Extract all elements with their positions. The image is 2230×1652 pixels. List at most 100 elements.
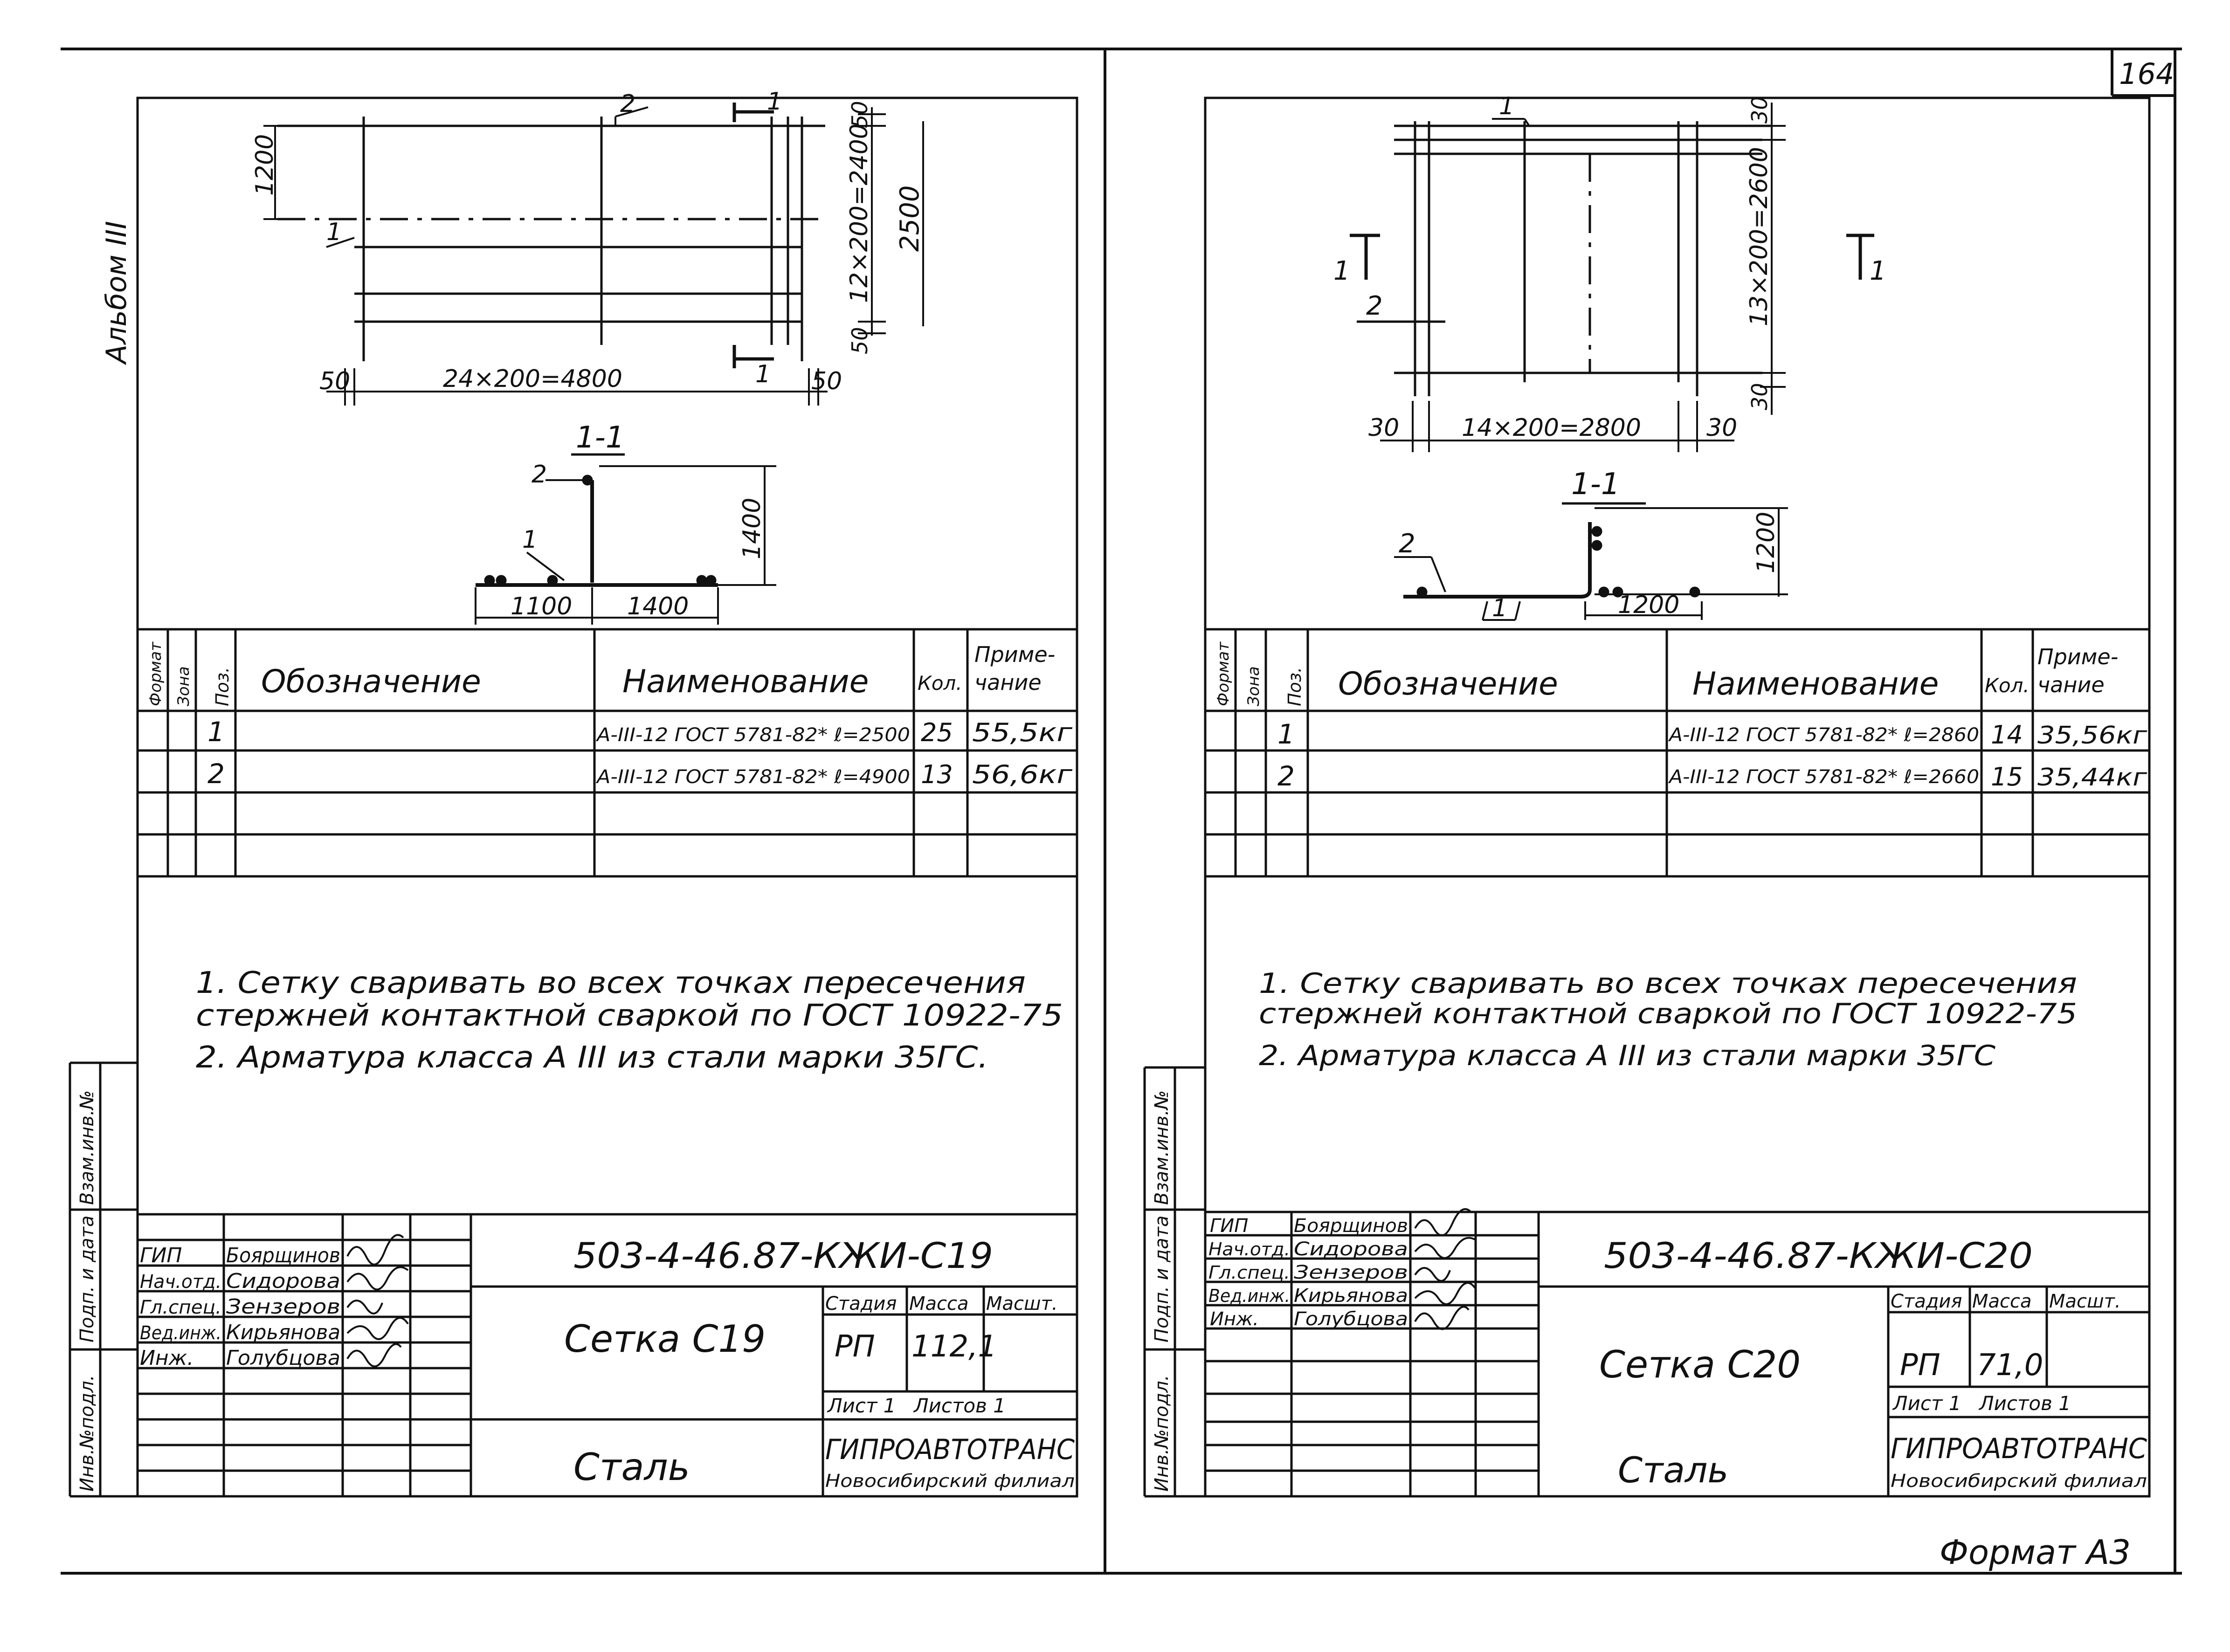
left-th-note2: чание	[974, 670, 1042, 695]
left-th-zone: Зона	[174, 666, 193, 706]
left-role-1: Нач.отд.	[140, 1271, 221, 1293]
right-side-label-0: Инв.№подл.	[1151, 1375, 1173, 1492]
right-spec-table	[1205, 628, 2149, 878]
left-mass: 112,1	[911, 1329, 997, 1364]
left-row1-qty: 25	[921, 718, 953, 747]
left-note-2: стержней контактной сваркой по ГОСТ 1092…	[196, 998, 1063, 1033]
left-name-2: Зензеров	[226, 1295, 340, 1319]
left-row2-note: 56,6кг	[972, 760, 1073, 789]
left-org: ГИПРОАВТОТРАНС	[825, 1433, 1075, 1466]
right-row2-name: А-III-12 ГОСТ 5781-82* ℓ=2660	[1668, 766, 1979, 788]
left-name-4: Голубцова	[226, 1346, 340, 1370]
left-spec-table	[138, 628, 1077, 878]
right-doc-code: 503-4-46.87-КЖИ-С20	[1604, 1235, 2033, 1276]
left-row2-pos: 2	[207, 758, 225, 790]
left-role-2: Гл.спец.	[140, 1297, 221, 1318]
right-mass-label: Масса	[1972, 1291, 2032, 1312]
right-cut-mark-left: 1	[1333, 256, 1350, 286]
right-dim-right: 30	[1706, 414, 1737, 442]
right-row2-note: 35,44кг	[2037, 764, 2147, 792]
right-role-0: ГИП	[1210, 1215, 1248, 1237]
left-cut-mark-bottom: 1	[755, 360, 771, 388]
right-material: Сталь	[1618, 1449, 1728, 1491]
right-side-label-1: Подп. и дата	[1151, 1216, 1173, 1342]
left-name-0: Боярщинов	[226, 1244, 340, 1267]
right-mesh-plan	[1350, 103, 1874, 452]
sheet-frame	[61, 48, 2182, 1575]
right-role-2: Гл.спец.	[1208, 1262, 1290, 1283]
left-row1-name: А-III-12 ГОСТ 5781-82* ℓ=2500	[595, 724, 910, 746]
left-stage-label: Стадия	[825, 1293, 897, 1315]
right-stage-label: Стадия	[1891, 1291, 1962, 1312]
left-th-name: Наименование	[622, 663, 869, 700]
right-dim-left: 30	[1368, 414, 1399, 442]
left-note-1: 1. Сетку сваривать во всех точках пересе…	[196, 966, 1026, 1000]
left-note-3: 2. Арматура класса А III из стали марки …	[196, 1040, 988, 1075]
right-mass: 71,0	[1977, 1348, 2044, 1383]
left-dim-top-right: 50	[847, 101, 872, 128]
right-section-view	[1394, 502, 1788, 621]
right-cut-mark-right: 1	[1870, 256, 1886, 286]
right-dim-bottom-right: 30	[1747, 383, 1772, 410]
right-dim-top-right: 30	[1747, 96, 1772, 124]
left-sheets: Листов 1	[913, 1394, 1006, 1417]
left-th-designation: Обозначение	[261, 663, 481, 700]
left-sec-dim-left: 1100	[511, 592, 572, 620]
table-row: 2 А-III-12 ГОСТ 5781-82* ℓ=4900 13 56,6к…	[207, 758, 1073, 790]
left-section-title: 1-1	[576, 420, 625, 455]
left-scale-label: Масшт.	[986, 1293, 1058, 1315]
right-dim-main: 14×200=2800	[1462, 414, 1641, 442]
left-dim-main: 24×200=4800	[443, 365, 622, 393]
right-branch: Новосибирский филиал	[1891, 1471, 2147, 1491]
right-role-3: Вед.инж.	[1208, 1286, 1290, 1306]
left-sec-dim-right: 1400	[627, 592, 689, 620]
right-sec-dim-bottom: 1200	[1618, 591, 1679, 619]
right-title-block	[1205, 1211, 2149, 1496]
right-name-4: Голубцова	[1294, 1308, 1408, 1330]
right-th-name: Наименование	[1692, 666, 1939, 702]
left-dim-mid-right: 50	[847, 327, 872, 354]
left-stage: РП	[835, 1329, 875, 1364]
left-dim-height-total: 2500	[895, 185, 925, 252]
left-dim-left-bottom: 50	[319, 367, 350, 395]
right-th-note1: Приме-	[2037, 644, 2118, 669]
left-sheet: Инв.№подл. Подп. и дата Взам.инв.№	[69, 88, 1078, 1498]
left-row2-name: А-III-12 ГОСТ 5781-82* ℓ=4900	[595, 766, 910, 788]
left-role-4: Инж.	[140, 1346, 193, 1370]
right-sec-pos2: 2	[1399, 529, 1415, 559]
right-side-label-2: Взам.инв.№	[1151, 1090, 1173, 1205]
page-number: 164	[2119, 57, 2174, 91]
left-th-pos: Поз.	[212, 667, 233, 706]
right-note-3: 2. Арматура класса А III из стали марки …	[1259, 1039, 1995, 1072]
right-sheets: Листов 1	[1978, 1392, 2071, 1415]
left-doc-code: 503-4-46.87-КЖИ-С19	[573, 1235, 993, 1276]
right-role-1: Нач.отд.	[1208, 1239, 1290, 1260]
table-row: 1 А-III-12 ГОСТ 5781-82* ℓ=2860 14 35,56…	[1277, 718, 2147, 750]
right-sec-pos1: 1	[1492, 594, 1507, 622]
right-th-note2: чание	[2037, 672, 2105, 697]
table-row: 2 А-III-12 ГОСТ 5781-82* ℓ=2660 15 35,44…	[1277, 760, 2147, 792]
left-row1-pos: 1	[207, 716, 225, 748]
right-note-1: 1. Сетку сваривать во всех точках пересе…	[1259, 967, 2077, 1000]
left-th-note1: Приме-	[974, 642, 1055, 667]
right-row2-qty: 15	[1991, 762, 2023, 792]
right-org: ГИПРОАВТОТРАНС	[1891, 1432, 2147, 1465]
right-note-2: стержней контактной сваркой по ГОСТ 1092…	[1259, 998, 2077, 1030]
left-people: ГИП Боярщинов Нач.отд. Сидорова Гл.спец.…	[140, 1244, 340, 1370]
left-doc-title: Сетка С19	[564, 1317, 766, 1361]
left-pos1-label: 1	[326, 218, 342, 246]
right-th-designation: Обозначение	[1338, 666, 1558, 702]
left-dim-right-bottom: 50	[811, 367, 842, 395]
right-name-3: Кирьянова	[1294, 1285, 1408, 1307]
right-sheet: Инв.№подл. Подп. и дата Взам.инв.№	[1143, 92, 2151, 1498]
right-name-2: Зензеров	[1294, 1262, 1408, 1283]
left-section-view	[475, 453, 776, 625]
right-sec-dim-height: 1200	[1752, 512, 1780, 573]
right-th-format: Формат	[1214, 641, 1233, 706]
right-th-zone: Зона	[1244, 666, 1263, 706]
album-label: Альбом III	[100, 221, 133, 365]
left-name-1: Сидорова	[226, 1269, 340, 1293]
right-row2-pos: 2	[1277, 760, 1295, 792]
left-material: Сталь	[573, 1446, 690, 1489]
